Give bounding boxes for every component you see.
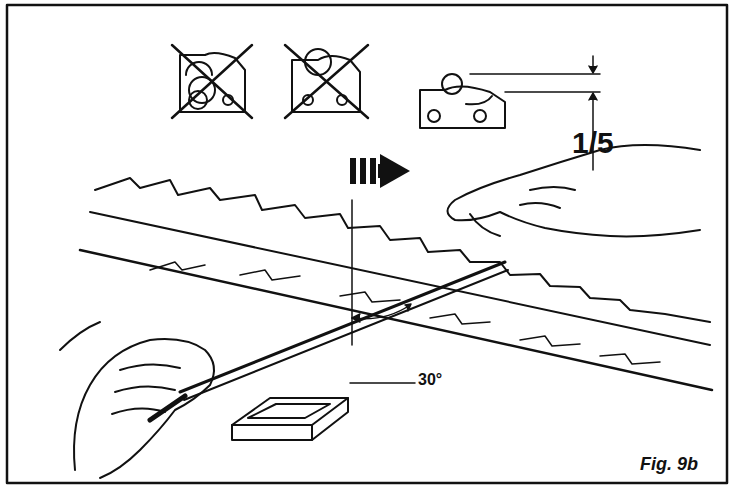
dimension-label: 1/5 bbox=[572, 128, 614, 158]
tooth-wrong-low bbox=[172, 45, 252, 118]
direction-arrow bbox=[350, 154, 410, 188]
left-hand bbox=[60, 322, 214, 478]
figure-number: Fig. 9b bbox=[640, 455, 698, 473]
figure-frame bbox=[7, 5, 727, 483]
right-hand bbox=[448, 145, 701, 236]
file-guide-block bbox=[232, 398, 348, 440]
tooth-correct bbox=[420, 74, 505, 128]
angle-label: 30° bbox=[418, 372, 442, 388]
tooth-wrong-high bbox=[285, 45, 368, 118]
round-file bbox=[150, 262, 508, 420]
chain-bar bbox=[80, 178, 712, 390]
angle-marker bbox=[350, 200, 415, 383]
